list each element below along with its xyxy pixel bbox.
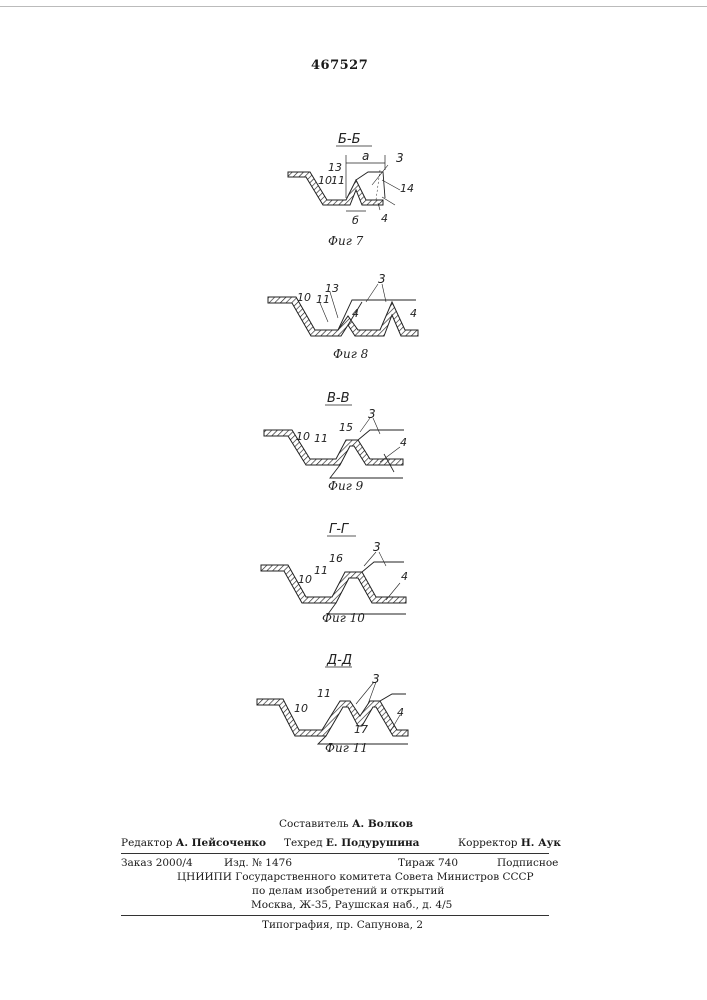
fig11-caption: Фиг 11	[325, 741, 368, 755]
fig9-label-3: 3	[368, 407, 376, 421]
fig11-label-11: 11	[317, 687, 331, 700]
address-line: Москва, Ж-35, Раушская наб., д. 4/5	[251, 900, 452, 911]
fig9-caption: Фиг 9	[328, 479, 364, 493]
order-number: Заказ 2000/4	[121, 858, 193, 869]
fig8-label-3: 3	[378, 272, 386, 286]
fig9-label-11: 11	[314, 432, 328, 445]
fig10-label-10: 10	[298, 573, 312, 586]
figure-10: Г-Г 10 11 16 3 4 Фиг 10	[261, 522, 408, 625]
fig8-label-4b: 4	[410, 307, 417, 320]
fig10-label-3: 3	[373, 540, 381, 554]
fig7-label-10: 10	[318, 174, 332, 187]
fig7-label-14: 14	[400, 182, 414, 195]
fig11-label-10: 10	[294, 702, 308, 715]
subscription: Подписное	[497, 858, 558, 869]
fig9-label-4: 4	[400, 436, 407, 449]
fig8-label-4a: 4	[352, 307, 359, 320]
fig11-label-3: 3	[372, 672, 380, 686]
fig7-label-b: б	[352, 214, 359, 227]
fig11-label-17: 17	[354, 723, 368, 736]
print-run: Тираж 740	[398, 858, 458, 869]
figure-9: В-В 10 11 15 3 4 Фиг 9	[264, 391, 407, 493]
fig10-label-16: 16	[329, 552, 343, 565]
fig10-caption: Фиг 10	[322, 611, 365, 625]
tech-editor-line: Техред Е. Подурушина	[284, 838, 419, 849]
fig10-section-label: Г-Г	[329, 522, 350, 537]
imprint-rule-bottom	[121, 915, 549, 916]
fig8-profile	[268, 297, 418, 336]
fig7-label-4: 4	[381, 212, 388, 225]
fig10-label-4: 4	[401, 570, 408, 583]
proofreader-line: Корректор Н. Аук	[458, 838, 561, 849]
imprint-rule-top	[121, 853, 549, 854]
fig9-label-10: 10	[296, 430, 310, 443]
fig8-label-10: 10	[297, 291, 311, 304]
figure-8: 13 10 11 3 4 4 Фиг 8	[268, 272, 418, 361]
fig9-section-label: В-В	[327, 391, 350, 406]
compiler-line: Составитель А. Волков	[279, 819, 413, 830]
printer-line: Типография, пр. Сапунова, 2	[262, 920, 423, 931]
fig9-label-15: 15	[339, 421, 353, 434]
fig7-label-13: 13	[328, 161, 342, 174]
edition-number: Изд. № 1476	[224, 858, 292, 869]
figure-7: Б-Б 13 10 11 а 3 14 б 4 Фиг 7	[288, 132, 414, 248]
fig7-label-11: 11	[331, 174, 345, 187]
fig7-label-3: 3	[396, 151, 404, 165]
fig11-section-label: Д-Д	[326, 653, 352, 668]
fig10-profile	[261, 565, 406, 603]
fig8-label-11: 11	[316, 293, 330, 306]
fig9-profile	[264, 430, 403, 465]
org-line-1: ЦНИИПИ Государственного комитета Совета …	[177, 872, 534, 883]
editor-line: Редактор А. Пейсоченко	[121, 838, 266, 849]
org-line-2: по делам изобретений и открытий	[252, 886, 444, 897]
fig11-profile	[257, 699, 408, 736]
figure-11: Д-Д 10 11 3 17 4 Фиг 11	[257, 653, 408, 755]
drawings-sheet: Б-Б 13 10 11 а 3 14 б 4 Фиг 7 13 10 1	[0, 0, 707, 790]
fig11-label-4: 4	[397, 706, 404, 719]
fig7-section-label: Б-Б	[338, 132, 361, 147]
fig8-caption: Фиг 8	[333, 347, 369, 361]
fig10-label-11: 11	[314, 564, 328, 577]
fig7-label-a: а	[362, 149, 369, 163]
fig7-caption: Фиг 7	[328, 234, 364, 248]
